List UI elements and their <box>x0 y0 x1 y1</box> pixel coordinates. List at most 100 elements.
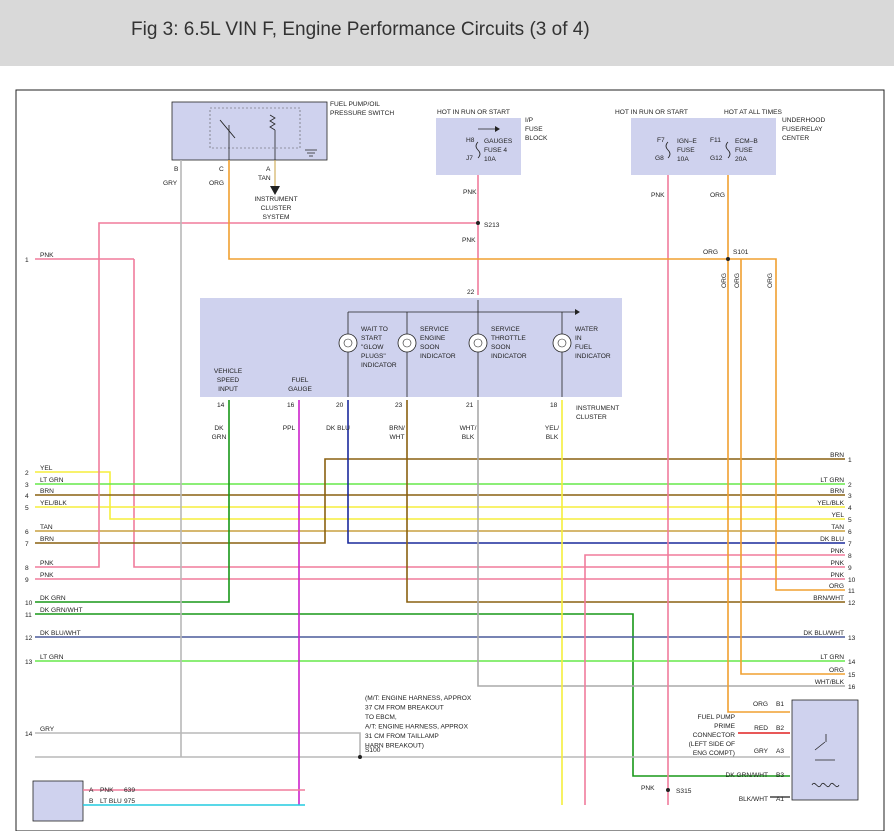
vertical-org-3: ORG <box>767 273 774 288</box>
left-row-num-4: 4 <box>25 493 29 500</box>
left-row-num-11: 11 <box>25 612 32 619</box>
cluster-pin-wire-3-0: BRN/ <box>389 425 405 432</box>
vss-label-1: VEHICLE <box>214 368 243 375</box>
indicator-label-2-0: SERVICE <box>491 326 520 333</box>
left-row-num-3: 3 <box>25 482 29 489</box>
switch-symbols <box>209 107 317 160</box>
uh-title-1: UNDERHOOD <box>782 117 825 124</box>
relay-pin-2: A3 <box>776 748 784 755</box>
ip-block-title-1: I/P <box>525 117 534 124</box>
wire-dkblu-pin-20 <box>347 400 845 544</box>
right-row-num-7: 7 <box>848 541 852 548</box>
right-row-num-9: 9 <box>848 565 852 572</box>
splice-s101-label: S101 <box>733 249 749 256</box>
relay-pin-0: B1 <box>776 701 784 708</box>
s315-wire-label: PNK <box>641 785 655 792</box>
left-row-num-1: 1 <box>25 257 29 264</box>
cluster-pin-22: 22 <box>467 289 475 296</box>
uh-f11-name-1: ECM–B <box>735 138 758 145</box>
uh-pin-f7: F7 <box>657 137 665 144</box>
indicator-lamp-icon-1 <box>397 333 417 353</box>
right-row-num-13: 13 <box>848 635 856 642</box>
page-title: Fig 3: 6.5L VIN F, Engine Performance Ci… <box>131 19 590 40</box>
right-row-label-13: DK BLU/WHT <box>803 630 844 637</box>
cluster-pin-num-1: 16 <box>287 402 295 409</box>
indicator-label-3-2: FUEL <box>575 344 592 351</box>
right-row-label-14: LT GRN <box>820 654 844 661</box>
wires <box>35 126 845 806</box>
relay-pin-3: B3 <box>776 772 784 779</box>
right-row-num-4: 4 <box>848 505 852 512</box>
vss-label-2: SPEED <box>217 377 240 384</box>
left-row-label-14: GRY <box>40 726 55 733</box>
uh-f11-rating: 20A <box>735 156 747 163</box>
left-row-num-10: 10 <box>25 600 33 607</box>
switch-dashed-box <box>209 107 301 149</box>
vss-label-3: INPUT <box>218 386 238 393</box>
right-row-label-10: PNK <box>830 572 844 579</box>
left-row-num-2: 2 <box>25 470 29 477</box>
switch-wire-org: ORG <box>209 180 224 187</box>
switch-contact <box>219 119 236 139</box>
wire-org-switch-c <box>228 160 845 591</box>
right-row-label-3: BRN <box>830 488 844 495</box>
right-row-num-16: 16 <box>848 684 856 691</box>
indicator-lamp-filament-2 <box>473 338 483 348</box>
cluster-system-label-3: SYSTEM <box>262 214 289 221</box>
fuel-pump-relay-box <box>791 699 859 801</box>
relay-wire-label-4: BLK/WHT <box>739 796 768 803</box>
splice-s100-label: S100 <box>365 747 381 754</box>
ip-hot-label: HOT IN RUN OR START <box>437 109 510 116</box>
right-row-label-7: DK BLU <box>820 536 844 543</box>
bottom-conn-pin-0: A <box>89 787 94 794</box>
relay-title-1: PRIME <box>714 723 735 730</box>
note-line-1: 37 CM FROM BREAKOUT <box>365 705 444 712</box>
indicator-label-0-2: "GLOW <box>361 344 384 351</box>
wire-dkgrnwht-left-11 <box>35 613 790 777</box>
splice-s315-label: S315 <box>676 788 692 795</box>
cluster-title-1: INSTRUMENT <box>576 405 619 412</box>
uh-f7-name-2: FUSE <box>677 147 695 154</box>
left-row-num-8: 8 <box>25 565 29 572</box>
left-row-label-4: BRN <box>40 488 54 495</box>
left-row-num-7: 7 <box>25 541 29 548</box>
right-row-label-2: LT GRN <box>820 477 844 484</box>
uh-pin-g8: G8 <box>655 155 664 162</box>
note-line-4: 31 CM FROM TAILLAMP <box>365 733 439 740</box>
wire-org-row-15 <box>740 259 845 675</box>
left-row-num-6: 6 <box>25 529 29 536</box>
fuel-gauge-label-2: GAUGE <box>288 386 312 393</box>
uh-f7-name-1: IGN–E <box>677 138 697 145</box>
right-row-label-1: BRN <box>830 452 844 459</box>
left-row-label-6: TAN <box>40 524 53 531</box>
right-row-num-2: 2 <box>848 482 852 489</box>
right-row-num-15: 15 <box>848 672 856 679</box>
left-row-label-8: PNK <box>40 560 54 567</box>
right-row-num-8: 8 <box>848 553 852 560</box>
left-row-label-7: BRN <box>40 536 54 543</box>
cluster-pin-num-0: 14 <box>217 402 225 409</box>
wire-gry-left-14-stub <box>35 732 361 757</box>
indicator-label-3-3: INDICATOR <box>575 353 611 360</box>
indicator-label-3-1: IN <box>575 335 582 342</box>
relay-pin-1: B2 <box>776 725 784 732</box>
vertical-org-2: ORG <box>734 273 741 288</box>
left-row-label-9: PNK <box>40 572 54 579</box>
indicator-label-0-0: WAIT TO <box>361 326 388 333</box>
right-row-label-15: ORG <box>829 667 844 674</box>
right-row-label-5: YEL <box>832 512 845 519</box>
left-row-label-11: DK GRN/WHT <box>40 607 83 614</box>
cluster-pin-wire-5-1: BLK <box>546 434 559 441</box>
right-row-label-6: TAN <box>831 524 844 531</box>
ip-fuse-name-1: GAUGES <box>484 138 513 145</box>
indicator-lamp-filament-3 <box>557 338 567 348</box>
relay-wire-label-2: GRY <box>754 748 769 755</box>
uh-f7-rating: 10A <box>677 156 689 163</box>
indicator-lamp-icon-3 <box>552 333 572 353</box>
cluster-pin-wire-2-0: DK BLU <box>326 425 350 432</box>
